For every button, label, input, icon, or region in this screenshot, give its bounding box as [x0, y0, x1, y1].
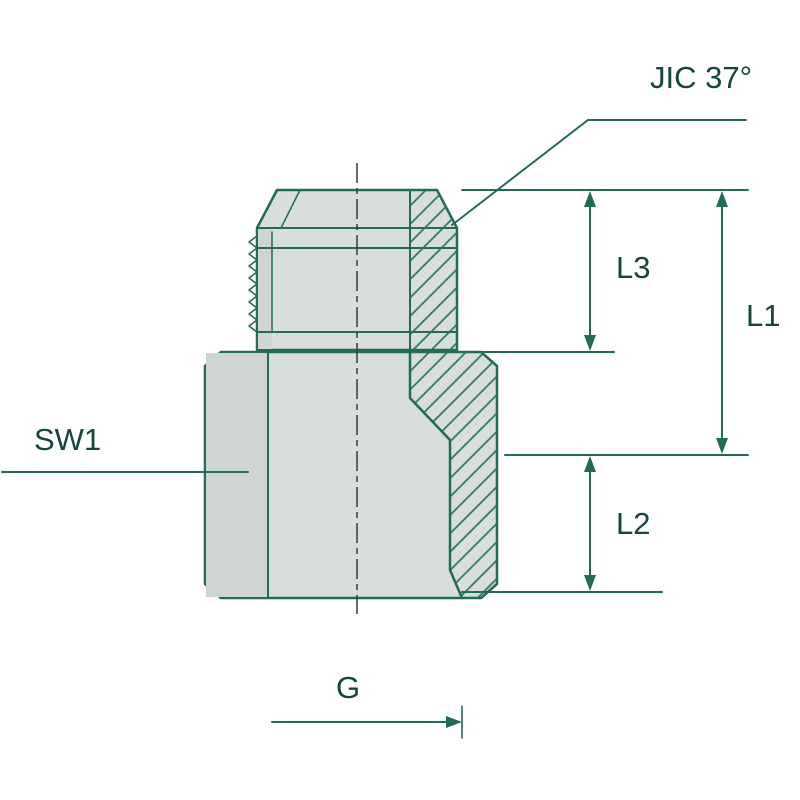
fitting-body: [203, 188, 499, 600]
l3-arrow-up: [584, 191, 596, 207]
l1-arrow-up: [716, 191, 728, 207]
thread-crest-zigzag: [248, 235, 258, 333]
l1-arrow-down: [716, 438, 728, 454]
flare-cone-line: [280, 189, 301, 229]
g-arrow-right: [446, 716, 462, 728]
l1-dimension-label: L1: [746, 298, 780, 333]
g-thread-label: G: [336, 670, 360, 705]
sw1-wrench-label: SW1: [34, 422, 101, 457]
male-section-hatch: [410, 190, 457, 350]
female-bore-boundary: [408, 350, 464, 600]
l2-arrow-up: [584, 456, 596, 472]
dimension-arrowheads: [446, 191, 728, 728]
jic-leader-line: [451, 119, 747, 226]
l3-arrow-down: [584, 335, 596, 351]
l3-dimension-label: L3: [616, 250, 650, 285]
male-left-facet-shade: [258, 229, 272, 349]
dimension-lines: [1, 119, 749, 739]
jic-standard-label: JIC 37°: [650, 60, 752, 95]
l2-arrow-down: [584, 575, 596, 591]
l2-dimension-label: L2: [616, 506, 650, 541]
hex-left-facet-shade: [206, 353, 267, 597]
hex-section-hatch: [410, 352, 497, 598]
